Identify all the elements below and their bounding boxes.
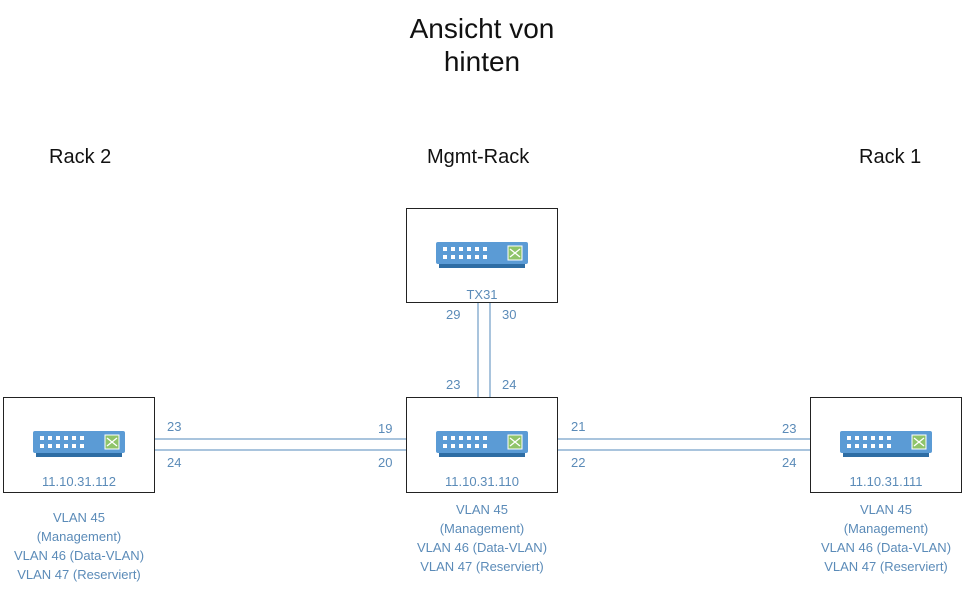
tx31-switch-icon (435, 241, 529, 269)
rack1-vlan-list: VLAN 45 (Management) VLAN 46 (Data-VLAN)… (791, 500, 965, 576)
mgmt-switch-ip: 11.10.31.110 (445, 474, 519, 489)
title-line-1: Ansicht von (409, 13, 555, 44)
port-tx31-29: 29 (446, 307, 461, 322)
port-rack1-24: 24 (782, 455, 797, 470)
port-mgmt-23: 23 (446, 377, 461, 392)
mgmt-vlan-list: VLAN 45 (Management) VLAN 46 (Data-VLAN)… (387, 500, 577, 576)
vlan-line: VLAN 45 (859, 502, 913, 517)
vlan-line: VLAN 46 (Data-VLAN) (416, 540, 548, 555)
diagram-title: Ansicht von hinten (382, 12, 582, 78)
vlan-line: VLAN 47 (Reserviert) (824, 559, 948, 574)
rack2-vlan-list: VLAN 45 (Management) VLAN 46 (Data-VLAN)… (0, 508, 174, 584)
port-mgmt-24: 24 (502, 377, 517, 392)
port-rack2-23: 23 (167, 419, 182, 434)
vlan-line: VLAN 47 (Reserviert) (420, 559, 544, 574)
vlan-line: VLAN 45 (455, 502, 509, 517)
rack2-label: Rack 2 (49, 146, 112, 168)
port-mgmt-20: 20 (378, 455, 393, 470)
mgmt-switch-icon (435, 430, 529, 458)
title-line-2: hinten (443, 46, 521, 78)
rack2-switch-icon (32, 430, 126, 458)
vlan-line: VLAN 45 (52, 510, 106, 525)
port-mgmt-21: 21 (571, 419, 586, 434)
rack1-switch-icon (839, 430, 933, 458)
vlan-line: VLAN 47 (Reserviert) (17, 567, 141, 582)
vlan-line: (Management) (843, 521, 929, 536)
rack1-label: Rack 1 (859, 146, 922, 168)
rack1-switch-ip: 11.10.31.111 (849, 474, 923, 489)
rack2-switch-ip: 11.10.31.112 (42, 474, 116, 489)
links (155, 303, 810, 451)
port-rack2-24: 24 (167, 455, 182, 470)
vlan-line: (Management) (439, 521, 525, 536)
port-mgmt-19: 19 (378, 421, 393, 436)
port-tx31-30: 30 (502, 307, 517, 322)
vlan-line: VLAN 46 (Data-VLAN) (820, 540, 952, 555)
port-rack1-23: 23 (782, 421, 797, 436)
vlan-line: (Management) (36, 529, 122, 544)
vlan-line: VLAN 46 (Data-VLAN) (13, 548, 145, 563)
tx31-label: TX31 (466, 287, 498, 302)
port-mgmt-22: 22 (571, 455, 586, 470)
mgmt-rack-label: Mgmt-Rack (427, 146, 530, 168)
